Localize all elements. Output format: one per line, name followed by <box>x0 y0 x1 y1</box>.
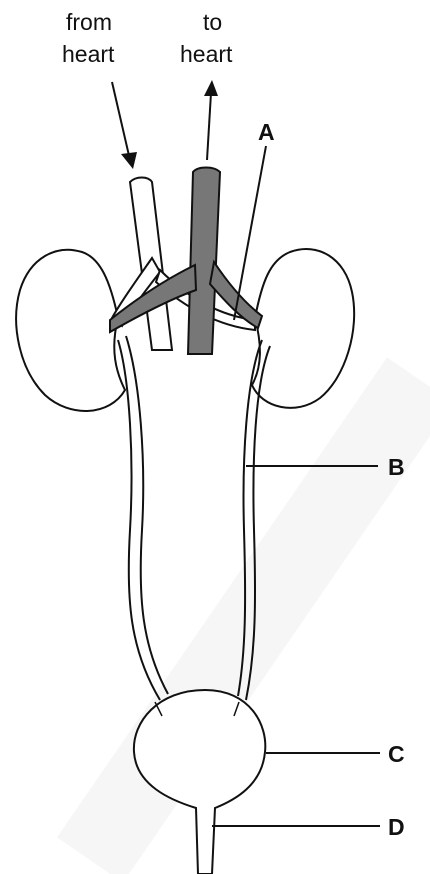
left-ureter <box>118 340 160 700</box>
label-c: C <box>388 741 405 767</box>
label-a: A <box>258 119 275 145</box>
to-heart-arrow <box>204 80 218 160</box>
label-from-line1: from <box>66 9 112 35</box>
renal-artery <box>112 178 255 351</box>
right-kidney <box>252 249 354 408</box>
left-kidney <box>16 250 125 411</box>
from-heart-arrow <box>112 82 137 169</box>
label-d: D <box>388 814 405 840</box>
label-from-line2: heart <box>62 41 115 67</box>
label-b: B <box>388 454 405 480</box>
label-to-line2: heart <box>180 41 233 67</box>
label-to-line1: to <box>203 9 222 35</box>
bladder <box>134 690 265 874</box>
